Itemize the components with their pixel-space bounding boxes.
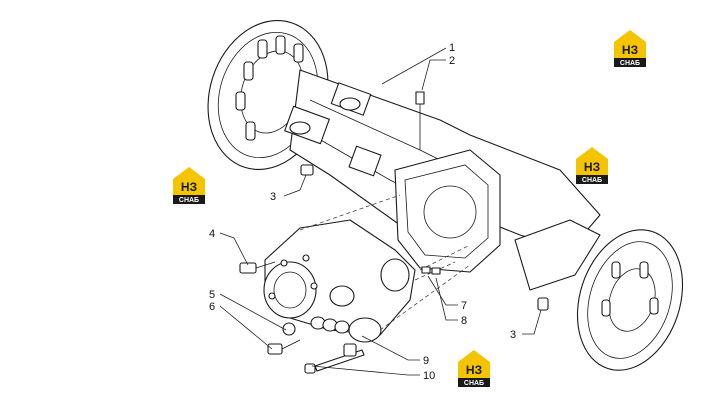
- leader-lines: [219, 47, 542, 376]
- logo-letters: НЗ: [466, 363, 482, 377]
- logo-mark: НЗ СНАБ: [576, 147, 608, 184]
- logo-mark: НЗ СНАБ: [614, 30, 646, 67]
- callout-5: 5: [209, 289, 215, 301]
- callout-labels: 1 2 3 3 4 5 6 7 8 9 10: [209, 42, 516, 382]
- plug-left: [300, 164, 314, 176]
- callout-1: 1: [449, 42, 455, 54]
- logo-letters: НЗ: [622, 43, 638, 57]
- logo-caption: СНАБ: [179, 197, 199, 204]
- logo-mark: НЗ СНАБ: [458, 350, 490, 387]
- callout-8: 8: [461, 315, 467, 327]
- callout-10: 10: [423, 370, 435, 382]
- logo-mark: НЗ СНАБ: [173, 167, 205, 204]
- logo-letters: НЗ: [584, 160, 600, 174]
- logo-caption: СНАБ: [620, 60, 640, 67]
- bolt-10-shank: [314, 349, 365, 372]
- pin-7: [421, 266, 431, 274]
- logo-caption: СНАБ: [464, 380, 484, 387]
- bolt-10-head: [304, 363, 316, 374]
- seal-ring-c: [334, 320, 350, 334]
- washer-5: [282, 322, 296, 336]
- callout-2: 2: [449, 55, 455, 67]
- plug-right: [537, 297, 549, 311]
- callout-3b: 3: [510, 329, 516, 341]
- bolt-6-head: [267, 343, 283, 355]
- callout-4: 4: [209, 228, 215, 240]
- callout-6: 6: [209, 301, 215, 313]
- callout-3a: 3: [270, 191, 276, 203]
- logo-caption: СНАБ: [582, 177, 602, 184]
- right-hub-flange: [514, 219, 684, 371]
- logo-letters: НЗ: [181, 180, 197, 194]
- callout-9: 9: [423, 355, 429, 367]
- differential-carrier: [263, 219, 416, 343]
- pin-8: [431, 267, 441, 275]
- center-housing: [394, 149, 501, 273]
- breather-2: [415, 91, 425, 105]
- nut-9: [343, 343, 357, 357]
- fasteners: [239, 91, 549, 374]
- callout-7: 7: [461, 300, 467, 312]
